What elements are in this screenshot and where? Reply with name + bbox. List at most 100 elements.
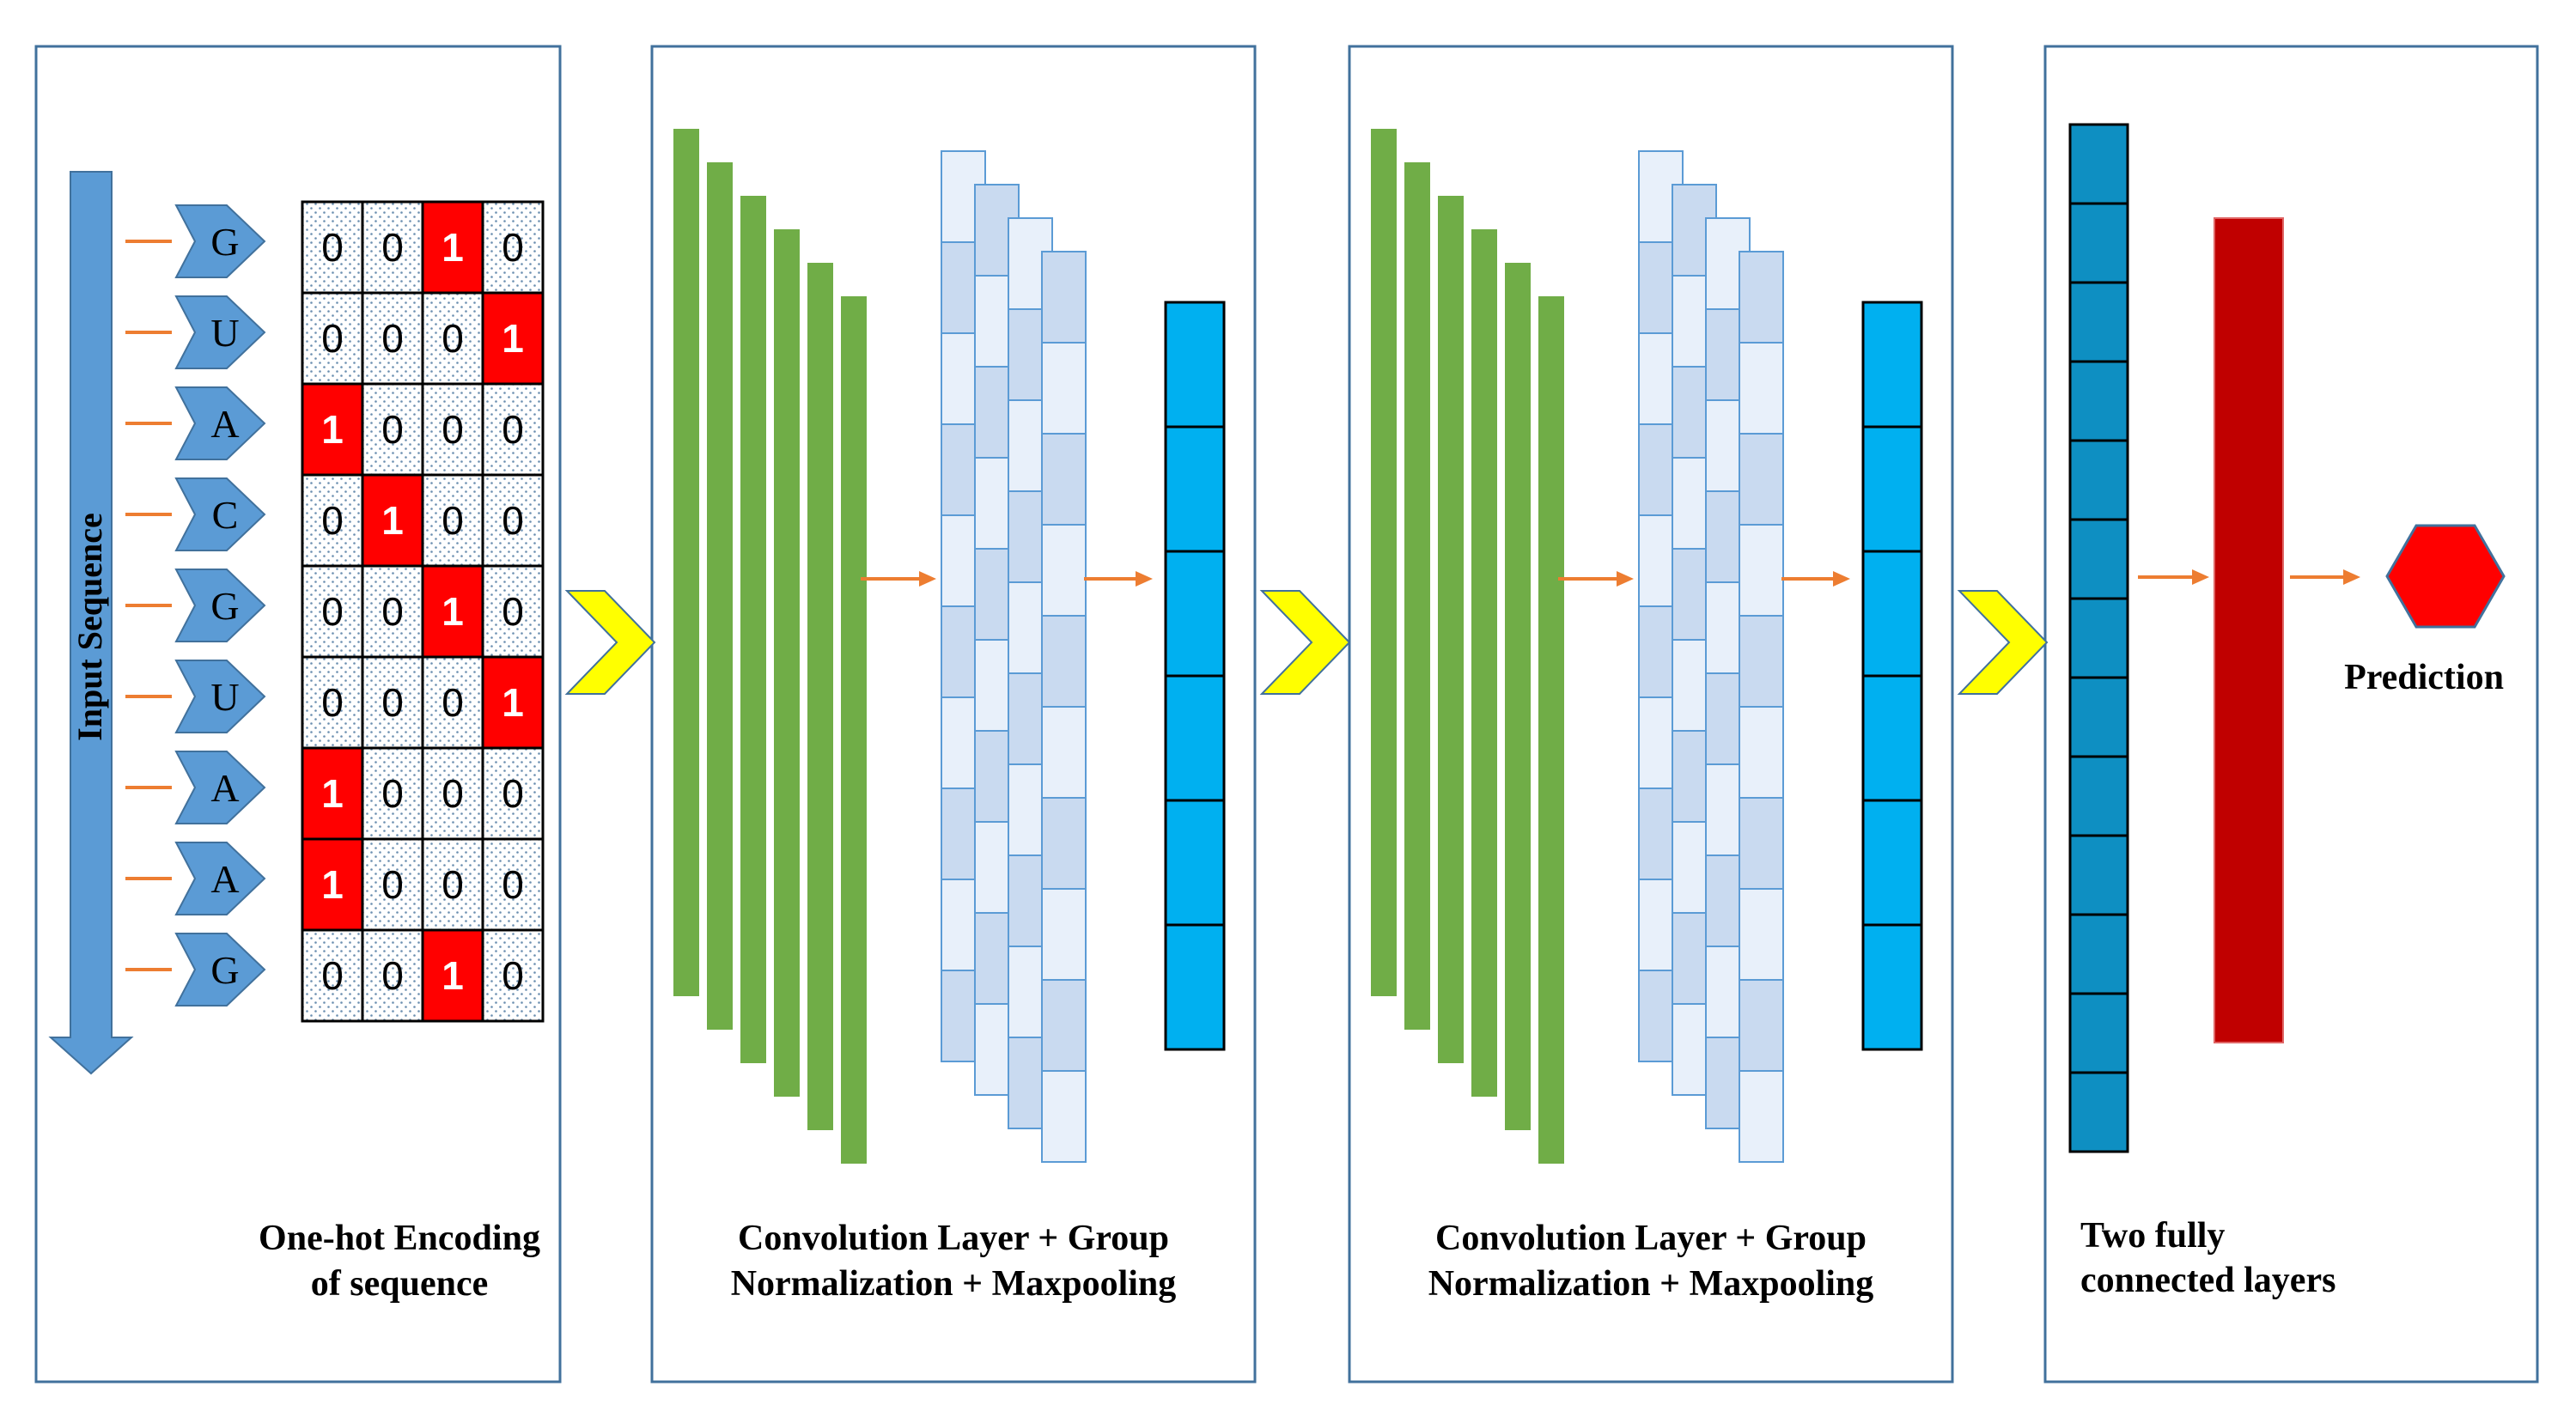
conv2-arrow-to-maps xyxy=(1558,571,1634,587)
conv2-arrow-to-pool-head xyxy=(1833,571,1850,587)
nucleotide-shape-6 xyxy=(174,751,266,824)
panel-input-encoding xyxy=(34,45,562,1384)
conv2-caption-line1: Convolution Layer + Group xyxy=(1435,1219,1867,1258)
conv-block-2 xyxy=(1371,129,1923,1164)
flatten-cell-11 xyxy=(2068,992,2129,1074)
fc-arrow-1 xyxy=(2138,569,2209,585)
conv1-filter-4 xyxy=(807,263,833,1130)
panel-conv-block-2 xyxy=(1348,45,1954,1384)
conv2-map-3-cell-6 xyxy=(1739,797,1784,890)
conv1-pooled-cell-4 xyxy=(1164,799,1226,927)
panel-borders xyxy=(34,45,2539,1384)
onehot-value-r7-c1: 0 xyxy=(381,862,404,907)
dense-layer xyxy=(2214,217,2284,1043)
conv1-filter-0 xyxy=(673,129,699,996)
onehot-value-r3-c1: 1 xyxy=(381,498,404,543)
conv1-map-3-cell-7 xyxy=(1041,888,1087,981)
conv2-pooled-cell-3 xyxy=(1861,674,1923,802)
onehot-value-r3-c2: 0 xyxy=(442,498,464,543)
conv2-filter-5 xyxy=(1538,296,1564,1164)
onehot-value-r5-c3: 1 xyxy=(502,680,524,725)
onehot-value-r0-c0: 0 xyxy=(321,225,344,270)
onehot-value-r7-c2: 0 xyxy=(442,862,464,907)
flatten-cell-8 xyxy=(2068,755,2129,837)
conv2-caption-line2: Normalization + Maxpooling xyxy=(1428,1264,1874,1304)
onehot-value-r6-c0: 1 xyxy=(321,771,344,816)
input-sequence-label: Input Sequence xyxy=(70,513,109,741)
fc-arrow-2-head xyxy=(2343,569,2360,585)
onehot-cell-r8-c2 xyxy=(421,928,484,1023)
onehot-value-r4-c0: 0 xyxy=(321,589,344,634)
onehot-value-r6-c1: 0 xyxy=(381,771,404,816)
onehot-cell-r6-c1 xyxy=(361,746,424,841)
fc-arrow-2 xyxy=(2290,569,2360,585)
conv2-arrow-to-pool xyxy=(1781,571,1850,587)
onehot-value-r5-c0: 0 xyxy=(321,680,344,725)
fully-connected-block xyxy=(2068,123,2360,1153)
onehot-cell-r4-c0 xyxy=(301,564,364,659)
onehot-value-r4-c3: 0 xyxy=(502,589,524,634)
onehot-value-r0-c2: 1 xyxy=(442,225,464,270)
onehot-value-r5-c1: 0 xyxy=(381,680,404,725)
onehot-cell-r3-c2 xyxy=(421,473,484,568)
flatten-cell-0 xyxy=(2068,123,2129,205)
onehot-value-r2-c2: 0 xyxy=(442,407,464,452)
conv1-pooled-cell-5 xyxy=(1164,923,1226,1051)
conv1-map-3-cell-0 xyxy=(1041,251,1087,344)
conv1-caption-line1: Convolution Layer + Group xyxy=(738,1219,1169,1258)
onehot-value-r4-c1: 0 xyxy=(381,589,404,634)
onehot-value-r8-c2: 1 xyxy=(442,953,464,998)
conv1-arrow-to-maps-head xyxy=(919,571,936,587)
onehot-value-r1-c0: 0 xyxy=(321,316,344,361)
onehot-cell-r4-c3 xyxy=(481,564,545,659)
prediction-label: Prediction xyxy=(2344,658,2504,697)
onehot-cell-r7-c0 xyxy=(301,837,364,932)
onehot-cell-r5-c1 xyxy=(361,655,424,750)
conv1-pooled-cell-0 xyxy=(1164,301,1226,429)
nucleotide-shape-1 xyxy=(174,295,266,369)
onehot-value-r3-c3: 0 xyxy=(502,498,524,543)
nucleotide-shape-2 xyxy=(174,386,266,460)
flatten-cell-10 xyxy=(2068,913,2129,995)
stage-chevron-2 xyxy=(1957,590,2049,695)
onehot-value-r7-c0: 1 xyxy=(321,862,344,907)
conv2-map-3-cell-3 xyxy=(1739,524,1784,617)
onehot-value-r2-c1: 0 xyxy=(381,407,404,452)
conv1-caption-line2: Normalization + Maxpooling xyxy=(731,1264,1177,1304)
onehot-value-r2-c0: 1 xyxy=(321,407,344,452)
nucleotide-label-1: U xyxy=(210,311,239,355)
fc-caption-line2: connected layers xyxy=(2080,1261,2335,1300)
conv2-map-3-cell-5 xyxy=(1739,706,1784,799)
conv2-arrow-to-maps-head xyxy=(1617,571,1634,587)
nucleotide-shape-3 xyxy=(174,477,266,551)
flatten-cell-2 xyxy=(2068,281,2129,363)
conv1-map-3-cell-3 xyxy=(1041,524,1087,617)
onehot-cell-r3-c3 xyxy=(481,473,545,568)
onehot-value-r1-c2: 0 xyxy=(442,316,464,361)
conv1-pooled-cell-3 xyxy=(1164,674,1226,802)
onehot-cell-r1-c0 xyxy=(301,291,364,386)
conv1-map-3-cell-5 xyxy=(1041,706,1087,799)
prediction-node xyxy=(2385,524,2506,629)
panel-conv-block-1 xyxy=(650,45,1257,1384)
onehot-cell-r5-c3 xyxy=(481,655,545,750)
conv2-pooled-cell-2 xyxy=(1861,550,1923,678)
onehot-value-r6-c2: 0 xyxy=(442,771,464,816)
stage-chevron-0 xyxy=(564,590,656,695)
conv2-map-3-cell-2 xyxy=(1739,433,1784,526)
conv2-map-3-cell-8 xyxy=(1739,979,1784,1072)
onehot-cell-r2-c2 xyxy=(421,382,484,477)
sequence-direction-arrow xyxy=(48,171,134,1075)
conv2-pooled-cell-4 xyxy=(1861,799,1923,927)
conv2-pooled-cell-1 xyxy=(1861,425,1923,553)
flatten-cell-4 xyxy=(2068,439,2129,521)
conv1-filter-1 xyxy=(707,162,733,1030)
conv2-map-3-cell-9 xyxy=(1739,1070,1784,1163)
nucleotide-label-7: A xyxy=(210,857,239,901)
conv1-map-3-cell-8 xyxy=(1041,979,1087,1072)
conv2-map-3-cell-0 xyxy=(1739,251,1784,344)
conv-block-1 xyxy=(673,129,1226,1164)
conv2-filter-1 xyxy=(1404,162,1430,1030)
onehot-cell-r3-c1 xyxy=(361,473,424,568)
